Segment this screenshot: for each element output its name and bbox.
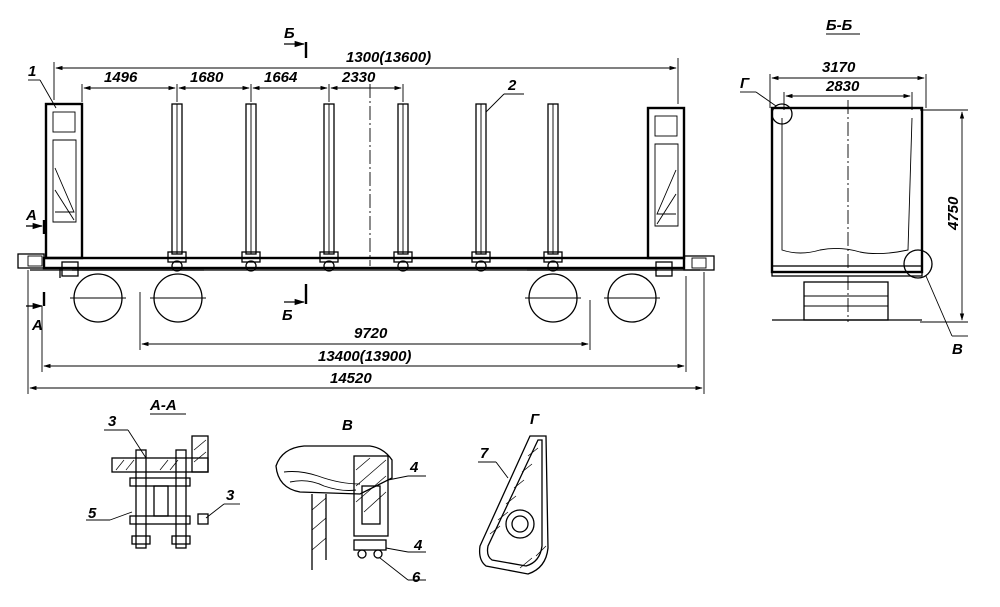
bogie-end	[803, 281, 889, 321]
pos-4a-label: 4	[409, 459, 419, 476]
section-mark-a: А А	[25, 207, 46, 334]
stanchion-2	[241, 103, 261, 272]
stanchions	[167, 103, 563, 272]
end-wall-left	[44, 102, 84, 260]
detail-aa: А-А 3 5 3	[86, 397, 240, 549]
stanchion-6	[543, 103, 563, 272]
stanchion-3	[319, 103, 339, 272]
dim-2830-text: 2830	[825, 78, 860, 95]
end-frame	[770, 106, 924, 274]
pos-2-label: 2	[507, 77, 517, 94]
stanchion-4	[393, 103, 413, 272]
pos-3a-label: 3	[108, 413, 117, 430]
left-coupler	[17, 253, 79, 278]
pos-1-label: 1	[28, 63, 36, 80]
callout-2: 2	[485, 77, 524, 113]
view-aa-title: А-А	[149, 397, 177, 414]
dim-14520-text: 14520	[330, 370, 372, 387]
pos-7-label: 7	[480, 445, 489, 462]
section-a-bottom-label: А	[31, 317, 43, 334]
section-b-bottom-label: Б	[282, 307, 293, 324]
pos-5-label: 5	[88, 505, 97, 522]
dim-1496-text: 1496	[104, 69, 138, 86]
callout-v-label: В	[952, 341, 963, 358]
detail-v-circle	[903, 249, 933, 279]
dim-overall-top: 1300(13600)	[53, 49, 679, 104]
bogie-wheels	[70, 269, 660, 323]
end-wall-right	[646, 106, 686, 260]
callout-1: 1	[28, 63, 57, 109]
pos-6-label: 6	[412, 569, 421, 586]
callout-g-label: Г	[740, 75, 750, 92]
stanchion-1	[167, 103, 187, 272]
dim-4750-text: 4750	[945, 196, 962, 231]
section-b-top-label: Б	[284, 25, 295, 42]
dim-1680-text: 1680	[190, 69, 224, 86]
dim-chain: 1496 1680 1664 2330	[81, 69, 404, 102]
dim-bogie-base: 9720	[139, 292, 591, 350]
section-mark-b-bottom: Б	[282, 284, 308, 324]
side-view: Б Б А А 1 2	[17, 25, 715, 394]
dim-frame-length: 13400(13900)	[41, 276, 687, 372]
pos-3b-label: 3	[226, 487, 235, 504]
dim-13400-text: 13400(13900)	[318, 348, 411, 365]
section-a-top-label: А	[25, 207, 37, 224]
dim-2330-text: 2330	[341, 69, 376, 86]
dim-total-length: 14520	[27, 270, 705, 394]
dim-overall-top-text: 1300(13600)	[346, 49, 431, 66]
platform-frame	[42, 256, 686, 270]
detail-g: Г 7	[478, 411, 549, 575]
stanchion-5	[471, 103, 491, 272]
section-mark-b-top: Б	[284, 25, 308, 58]
detail-v: В 4 4 6	[275, 417, 426, 586]
dim-9720-text: 9720	[354, 325, 388, 342]
view-v-title: В	[342, 417, 353, 434]
right-coupler	[655, 255, 715, 277]
view-g-title: Г	[530, 411, 540, 428]
detail-g-circle	[771, 103, 793, 125]
dim-1664-text: 1664	[264, 69, 298, 86]
dim-3170-text: 3170	[822, 59, 856, 76]
view-bb-title: Б-Б	[826, 17, 853, 34]
end-view-bb: Б-Б 3170 2830 4750 Г В	[740, 17, 968, 358]
pos-4b-label: 4	[413, 537, 423, 554]
